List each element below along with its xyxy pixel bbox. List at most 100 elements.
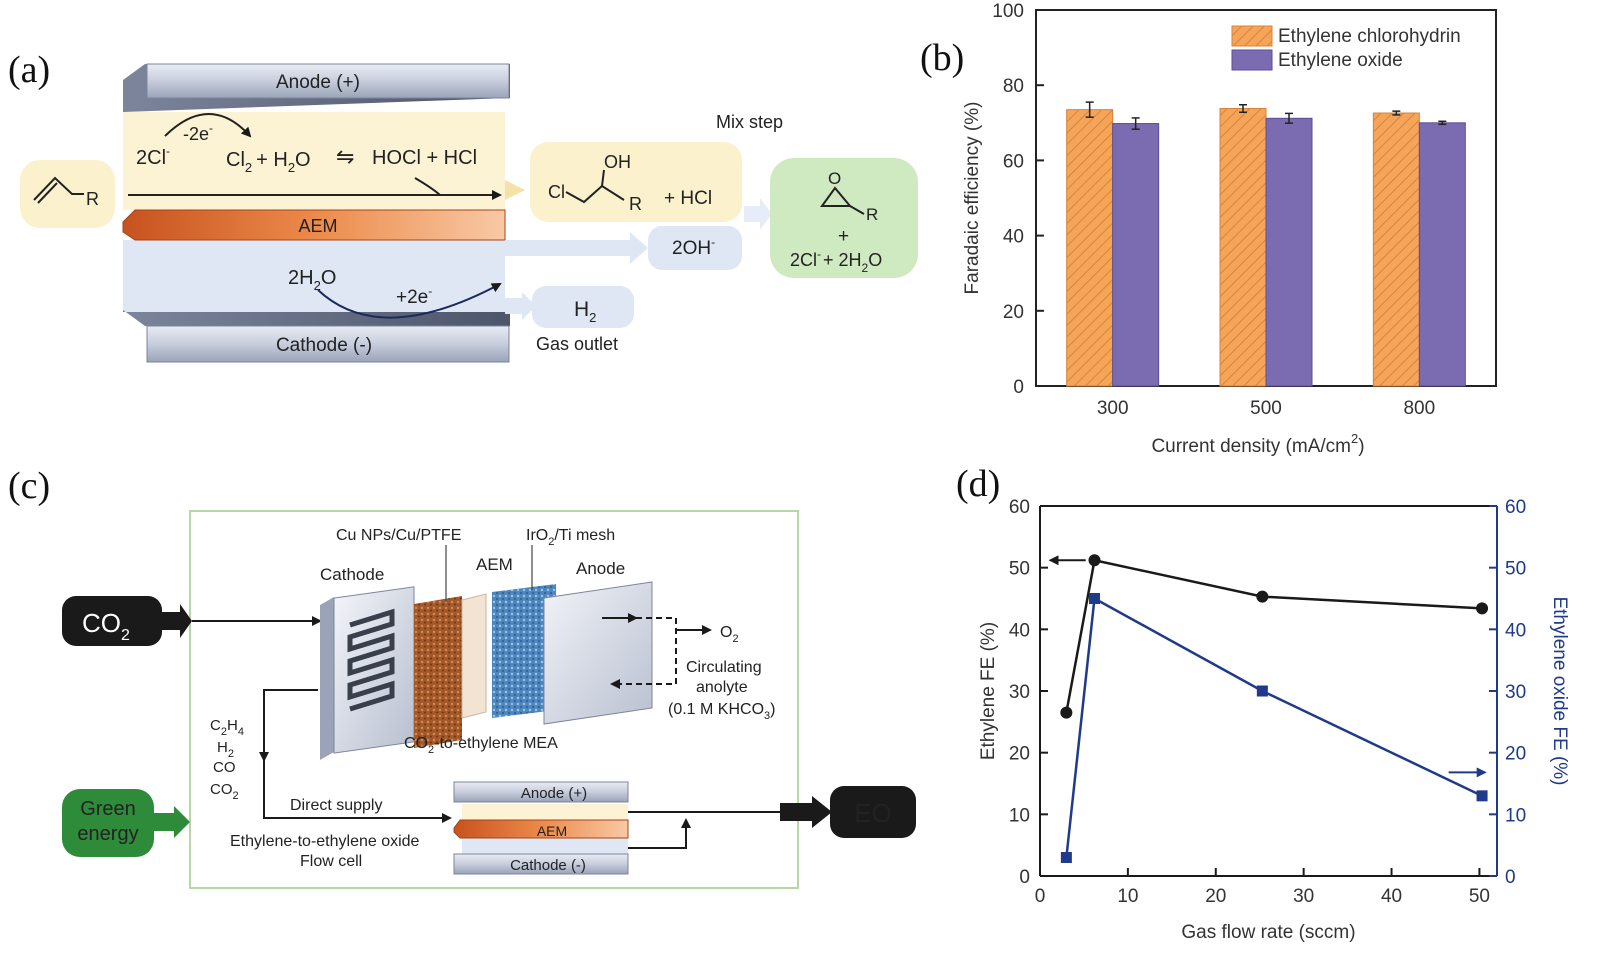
flow-cell-label-1: Ethylene-to-ethylene oxide [230,833,420,850]
co2-product-label: CO2 [210,781,239,802]
small-anolyte [462,804,628,822]
mix-step-label: Mix step [716,112,783,132]
plus-hcl-label: + HCl [664,188,712,209]
small-aem [453,819,629,839]
right-y-tick-label: 20 [1505,744,1526,765]
panel-letter-c: (c) [8,465,50,507]
hydroxide-box [648,226,742,270]
right-y-axis-label: Ethylene oxide FE (%) [1549,596,1570,785]
cathode-gas-out-line [259,689,318,762]
hocl-join-curve [414,177,441,196]
epoxide-r-label: R [866,205,878,224]
panel-letter-d: (d) [956,463,1000,505]
ethylene-oxide-fe-point [1088,593,1100,604]
mea-aem-label: AEM [476,555,513,574]
x-tick-label: 800 [1403,398,1435,419]
anolyte-label: anolyte [696,679,748,696]
equilibrium-symbol: ⇋ [336,144,354,169]
cathode-plate [146,325,510,363]
y-axis-label: Faradaic efficiency (%) [962,102,983,295]
eo-box [830,786,916,838]
eo-label: EO [854,798,892,828]
x-tick-label: 30 [1293,886,1314,907]
x-tick-label: 300 [1097,398,1129,419]
x-tick-label: 40 [1381,886,1402,907]
alkene-double-bond [37,182,58,204]
small-cathode-label: Cathode (-) [510,857,586,874]
anolyte-chamber [123,112,505,210]
ethylene-oxide-fe-line [1065,596,1483,858]
ethylene-oxide-fe-point [1476,790,1488,802]
co-label: CO [213,759,236,776]
legend-label: Ethylene chlorohydrin [1278,26,1461,47]
chloride-label: 2Cl- [136,144,170,169]
y-tick-label: 20 [1003,302,1024,323]
anolyte-outflow-arrow [505,180,525,200]
co2-input-label: CO2 [82,608,130,644]
legend-label: Ethylene oxide [1278,50,1403,71]
left-y-tick-label: 40 [1009,620,1030,641]
x-tick-label: 10 [1117,886,1138,907]
panel-c: (c) CO2 Green energy Cu NPs/Cu/PTFE IrO2… [8,465,916,889]
mea-anode-label: Anode [576,559,625,578]
ethylene-oxide-fe-point [1060,852,1072,863]
hydroxide-flow-head [630,232,648,264]
right-y-tick-label: 60 [1505,497,1526,518]
serpentine-flow-channel [347,608,395,712]
water-label: 2H2O [288,267,336,293]
khco3-label: (0.1 M KHCO3) [668,701,775,722]
mea-anode-plate [543,581,653,725]
cathode-label: Cathode (-) [276,335,372,356]
alkene-feed-box [20,160,115,228]
flow-cell-label-2: Flow cell [300,853,362,870]
left-y-tick-label: 20 [1009,744,1030,765]
bar [1418,122,1466,387]
epoxide-ring [820,186,853,207]
mea-aem-layer [461,593,487,719]
iro2-label: IrO2/Ti mesh [526,527,615,548]
small-anode-label: Anode (+) [521,785,587,802]
panel-letter-a: (a) [8,49,50,91]
small-anode-plate [453,781,629,803]
hocl-hcl-label: HOCl + HCl [372,147,477,169]
catholyte-merge-line [628,818,691,849]
x-axis-label: Gas flow rate (sccm) [1181,922,1355,943]
mix-arrow [744,198,772,230]
chlorohydrin-oh-bond [601,169,605,187]
chlorohydrin-cl-label: Cl [548,182,565,202]
mea-caption: CO2-to-ethylene MEA [404,735,558,756]
eo-output-arrow [780,796,832,828]
hydrogen-flow [505,298,525,314]
ethylene-fe-point [1256,590,1269,603]
left-y-tick-label: 10 [1009,805,1030,826]
chlorohydrin-oh-label: OH [604,152,631,172]
hydrogen-label: H2 [574,298,596,325]
alkene-structure [33,176,84,201]
minus-2e-label: -2e- [183,121,213,144]
chlorohydrin-r-label: R [629,194,642,214]
direct-supply-label: Direct supply [290,797,382,814]
ethylene-fe-point [1060,706,1073,719]
ethylene-fe-line [1065,558,1483,713]
reduction-arrow [317,283,502,319]
small-aem-label: AEM [537,823,567,839]
h2-label: H2 [217,739,234,760]
epoxide-r-bond [849,205,865,215]
oxygen-label: O2 [720,624,739,645]
x-tick-label: 0 [1035,886,1046,907]
x-tick-label: 500 [1250,398,1282,419]
epoxide-o-label: O [828,169,841,188]
circulating-label: Circulating [686,659,762,676]
right-y-tick-label: 10 [1505,805,1526,826]
chlorine-water-label: Cl2+ H2O [226,149,311,175]
panel-a: (a) R Anode (+) AEM Cathode (-) -2e- 2Cl… [8,49,918,363]
green-energy-label-2: energy [77,823,138,845]
bar [1112,123,1160,387]
hydrogen-box [532,286,634,328]
cathode-plate-bevel [123,310,510,326]
ethylene-fe-point [1476,602,1489,615]
gas-outlet-label: Gas outlet [536,334,618,354]
